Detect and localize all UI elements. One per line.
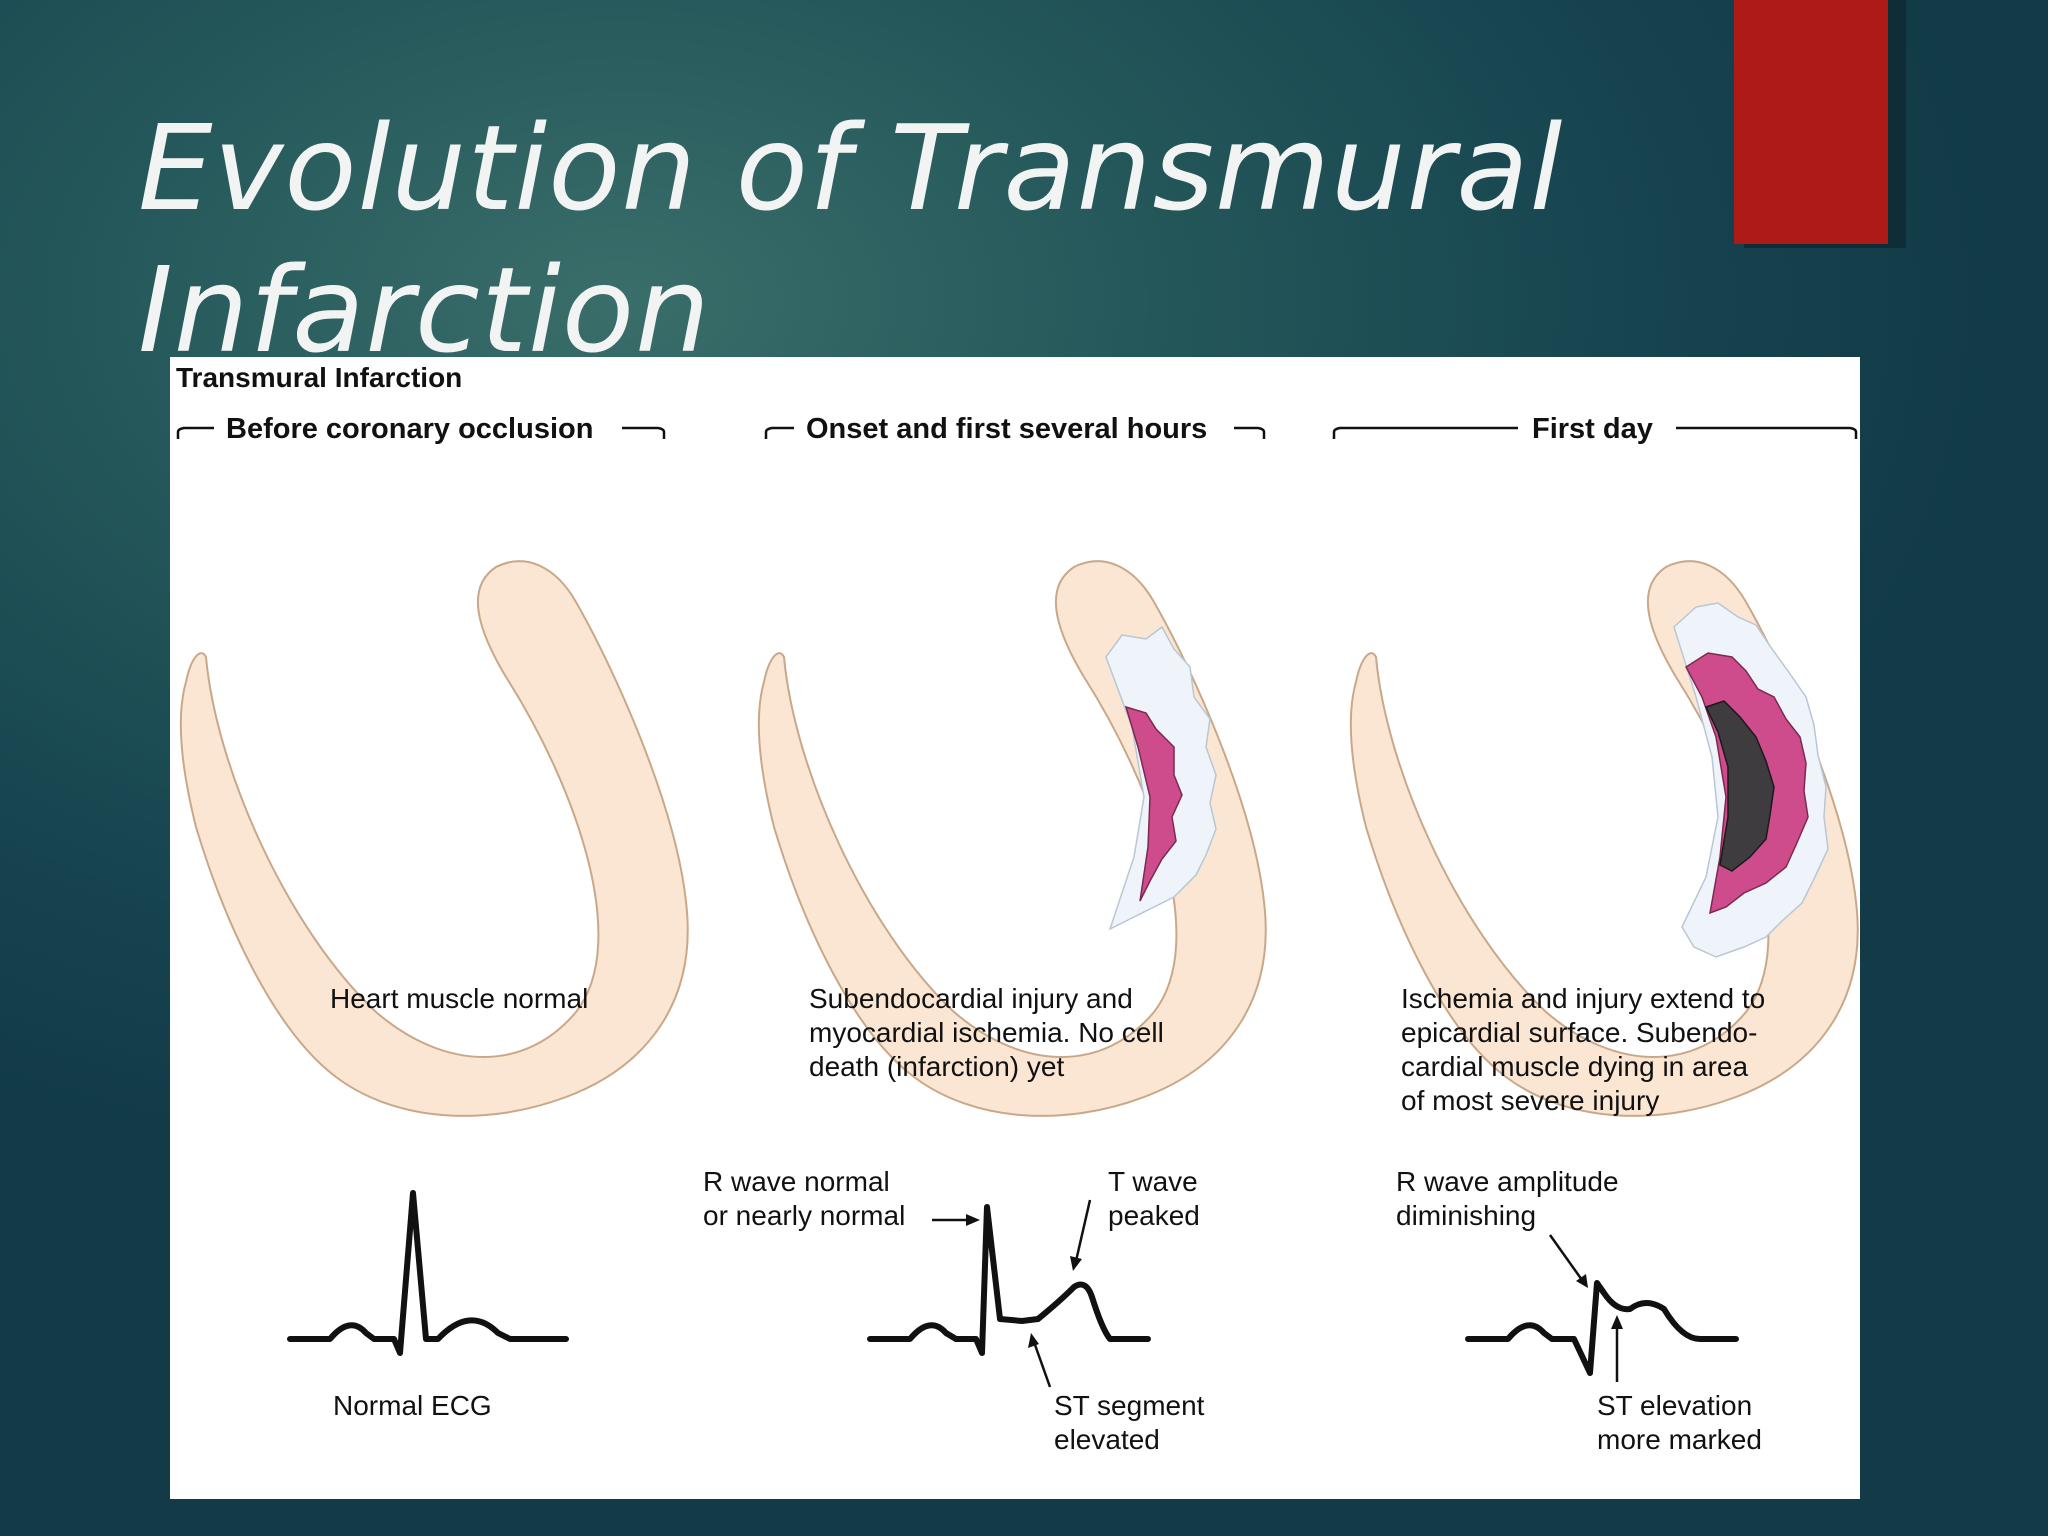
st-elevation-label: ST elevation more marked: [1597, 1390, 1762, 1455]
stage-2-caption: Subendocardial injury and myocardial isc…: [809, 983, 1172, 1082]
r-wave-label: R wave normal or nearly normal: [703, 1166, 905, 1231]
diagram-canvas: Transmural Infarction Before coronary oc…: [176, 362, 1859, 1455]
annotation-arrows: [932, 1199, 1619, 1388]
st-segment-arrowhead: [1028, 1333, 1039, 1348]
heart-first-day: [1349, 560, 1859, 1117]
necrosis-zone: [1704, 700, 1775, 872]
r-wave-amplitude-label: R wave amplitude diminishing: [1396, 1166, 1626, 1231]
st-segment-label: ST segment elevated: [1054, 1390, 1212, 1455]
arrow-heads: [966, 1214, 1623, 1348]
slide-title: Evolution of Transmural Infarction: [138, 97, 1638, 381]
slide-title-line-1: Evolution of Transmural: [138, 99, 1564, 238]
r-wave-amplitude-arrowhead: [1576, 1274, 1588, 1288]
heart-early-injury: [757, 560, 1267, 1117]
infarction-diagram: Transmural Infarction Before coronary oc…: [170, 357, 1860, 1499]
slide-title-line-2: Infarction: [138, 241, 711, 380]
r-wave-arrowhead: [966, 1214, 980, 1226]
t-wave-arrow: [1074, 1199, 1092, 1262]
ecg-early-trace: [867, 1204, 1151, 1356]
stage-1-label: Before coronary occlusion: [226, 413, 593, 445]
stage-2-label: Onset and first several hours: [806, 413, 1207, 445]
ecg-first-day-trace: [1465, 1280, 1739, 1376]
accent-bar: [1734, 0, 1888, 244]
stage-1-caption: Heart muscle normal: [330, 983, 588, 1014]
t-wave-label: T wave peaked: [1108, 1166, 1206, 1231]
figure-heading: Transmural Infarction: [176, 362, 462, 393]
ecg-traces: [287, 1190, 1739, 1376]
st-segment-arrow: [1032, 1341, 1052, 1388]
stage-3-label: First day: [1532, 413, 1653, 445]
ecg-normal-label: Normal ECG: [333, 1390, 492, 1421]
ecg-normal-trace: [287, 1190, 569, 1356]
stage-3-caption: Ischemia and injury extend to epicardial…: [1401, 983, 1773, 1116]
t-wave-arrowhead: [1070, 1256, 1082, 1271]
stage-brackets: [176, 426, 1858, 439]
injury-zone: [1124, 705, 1183, 902]
r-wave-amplitude-arrow: [1548, 1234, 1584, 1281]
heart-normal: [179, 560, 689, 1117]
st-elevation-arrowhead: [1611, 1315, 1623, 1329]
